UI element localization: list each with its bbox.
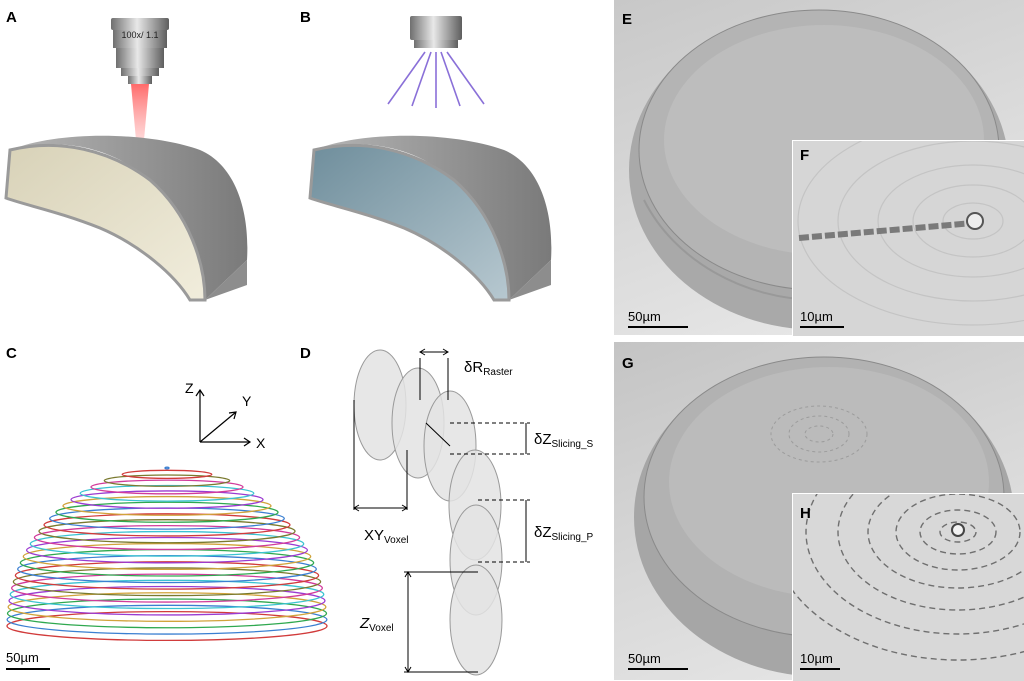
slice-ring [6, 598, 328, 629]
scale-label-f: 10µm [800, 309, 833, 324]
panel-label-d: D [300, 345, 311, 362]
scale-bar-c [6, 668, 50, 670]
panel-label-a: A [6, 9, 17, 26]
scale-bar-h [800, 668, 840, 670]
slice-ring [6, 610, 328, 642]
slice-ring [6, 604, 328, 635]
laser-beam [131, 84, 149, 140]
slice-ring [7, 592, 327, 622]
slice-ring [9, 579, 325, 610]
half-dome-blue-illustration [308, 135, 552, 302]
slice-ring [22, 542, 312, 571]
slice-ring [12, 567, 322, 597]
sem-inset-f [792, 140, 1024, 336]
delta-z-slicing-s-label: δZSlicing_S [534, 431, 594, 450]
scale-bar-f [800, 326, 844, 328]
slice-ring [38, 519, 296, 544]
slice-ring [25, 536, 309, 564]
scale-label-h: 10µm [800, 651, 833, 666]
panel-label-h: H [800, 505, 811, 522]
z-voxel-label: ZVoxel [359, 615, 394, 634]
axis-triad-icon [195, 388, 252, 447]
uv-rays [387, 51, 485, 108]
slice-ring [70, 490, 264, 509]
microscope-objective-icon [111, 18, 169, 84]
panel-label-g: G [622, 355, 634, 372]
slice-ring [55, 501, 279, 523]
panel-d-illustration: δRRaster δZSlicing_S δZSlicing_P XYVoxel… [353, 348, 594, 676]
scale-label-e: 50µm [628, 309, 661, 324]
slice-ring [164, 466, 170, 470]
panel-c-illustration: Z Y X [6, 380, 328, 642]
voxel-ellipses [353, 349, 503, 676]
slice-ring [103, 474, 231, 487]
slice-ring [62, 495, 272, 516]
slice-ring [43, 513, 291, 537]
slice-ring [90, 479, 244, 495]
scale-bar-e [628, 326, 688, 328]
panel-label-b: B [300, 9, 311, 26]
slice-ring [121, 469, 213, 480]
axis-y-label: Y [242, 393, 252, 409]
axis-z-label: Z [185, 380, 194, 396]
slice-ring [33, 524, 301, 551]
sem-inset-h [792, 493, 1024, 681]
scale-bar-g [628, 668, 688, 670]
slice-ring [8, 585, 326, 616]
slice-ring [11, 573, 323, 603]
slice-ring [14, 561, 320, 590]
dome-slice-rings [6, 466, 328, 642]
scale-label-g: 50µm [628, 651, 661, 666]
delta-z-slicing-p-label: δZSlicing_P [534, 524, 594, 543]
panel-b-illustration [308, 16, 552, 302]
slice-ring [29, 530, 305, 557]
uv-lamp-icon [410, 16, 462, 48]
panel-label-f: F [800, 147, 810, 164]
panel-label-c: C [6, 345, 17, 362]
slice-ring [79, 484, 255, 502]
half-dome-beige-illustration [4, 135, 248, 302]
scale-label-c: 50µm [6, 650, 39, 665]
objective-magnification-label: 100x/ 1.1 [121, 30, 158, 40]
xy-voxel-label: XYVoxel [364, 527, 408, 546]
panel-a-illustration: 100x/ 1.1 [4, 18, 248, 302]
delta-r-raster-label: δRRaster [464, 359, 513, 378]
axis-x-label: X [256, 435, 266, 451]
panel-label-e: E [622, 11, 633, 28]
